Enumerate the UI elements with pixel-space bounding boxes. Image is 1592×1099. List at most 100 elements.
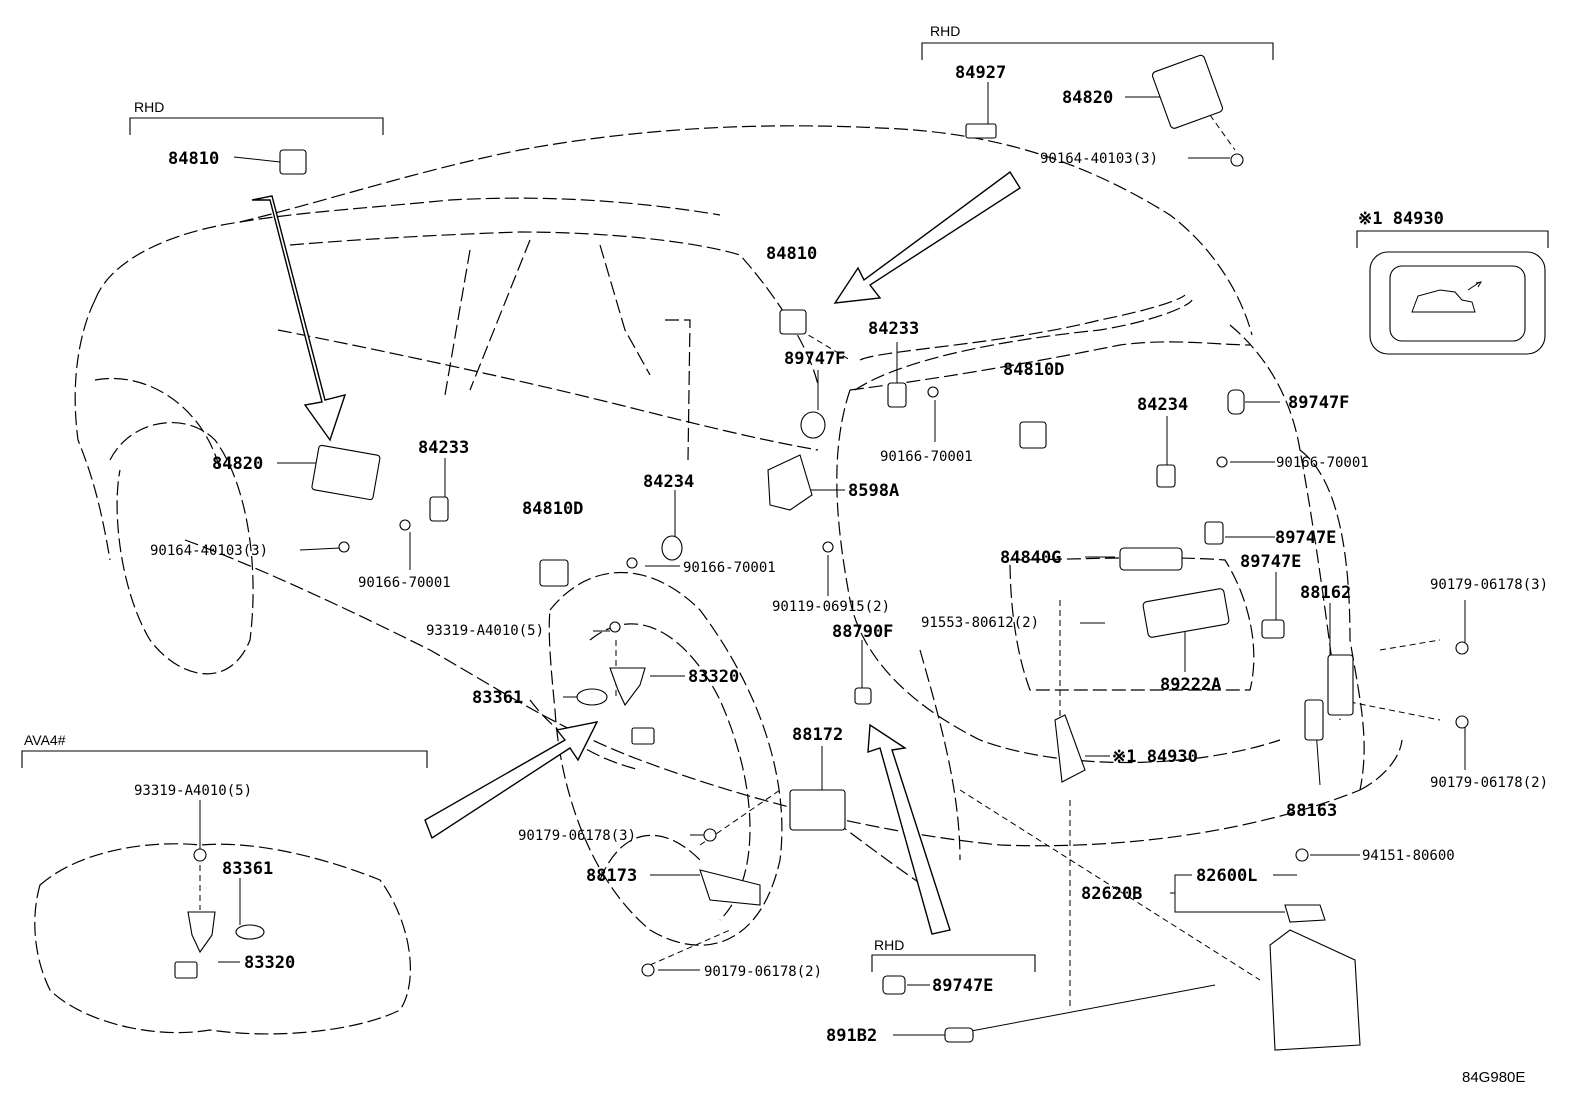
part-89747F-c: [800, 411, 826, 439]
part-label: 84234: [1137, 395, 1188, 415]
part-label: 88790F: [832, 622, 893, 642]
part-label: 90179-06178(3): [1430, 577, 1548, 593]
part-84810D-l: [539, 559, 569, 587]
part-label: ※1 84930: [1112, 747, 1198, 767]
part-nut: [1455, 641, 1469, 655]
part-891B2: [944, 1027, 974, 1043]
inset-84930: [1369, 251, 1546, 355]
part-label: 89747E: [932, 976, 993, 996]
part-82600L: [1284, 904, 1326, 923]
diagram-code: 84G980E: [1462, 1069, 1525, 1086]
part-83361-b: [235, 924, 265, 940]
fuel-tank-outline: [34, 843, 411, 1035]
part-84820-tr: [1151, 54, 1223, 129]
part-84233-l: [429, 496, 449, 522]
part-label: 90164-40103(3): [1040, 151, 1158, 167]
part-84234-r: [1156, 464, 1176, 488]
part-label: 83361: [472, 688, 523, 708]
part-bolt: [822, 541, 834, 553]
part-84810-tl: [279, 149, 307, 175]
arrow-pointer-icon: [251, 195, 347, 442]
part-label: 83320: [688, 667, 739, 687]
group-label-rhd: RHD: [134, 99, 164, 115]
part-labels: 84810 84927 84820 90164-40103(3) 84810 8…: [134, 63, 1548, 1046]
part-bolt: [338, 541, 350, 553]
part-88172: [789, 789, 846, 831]
part-label: 90166-70001: [1276, 455, 1369, 471]
part-label: 94151-80600: [1362, 848, 1455, 864]
part-label: 84820: [212, 454, 263, 474]
switch-button: [1389, 265, 1526, 342]
part-label: 90166-70001: [880, 449, 973, 465]
group-label-rhd: RHD: [930, 23, 960, 39]
car-body-outline: [74, 125, 1403, 946]
part-84810D-r: [1019, 421, 1047, 449]
arrow-pointer-icon: [424, 721, 599, 840]
part-89747F-r: [1227, 389, 1245, 415]
group-label-rhd: RHD: [874, 937, 904, 953]
part-label: 84810: [168, 149, 219, 169]
arrow-pointer-icon: [867, 723, 951, 935]
part-label: 84810D: [1003, 360, 1064, 380]
part-bolt: [927, 386, 939, 398]
part-88163: [1304, 699, 1324, 741]
part-88173: [699, 869, 761, 906]
part-label: 84927: [955, 63, 1006, 83]
part-label: 91553-80612(2): [921, 615, 1039, 631]
group-label-ava4: AVA4#: [24, 732, 66, 748]
arrow-pointer-icon: [833, 170, 1021, 304]
part-88162: [1327, 654, 1354, 716]
part-83320: [609, 667, 646, 707]
part-nut: [641, 963, 655, 977]
part-84840G: [1119, 547, 1183, 571]
part-label: 89222A: [1160, 675, 1221, 695]
part-label: 84810D: [522, 499, 583, 519]
part-bolt: [626, 557, 638, 569]
part-label: 8598A: [848, 481, 899, 501]
part-84234-l: [661, 535, 683, 561]
part-891B2-cable: [949, 984, 1216, 1036]
part-8598A: [767, 454, 813, 511]
part-label: 90179-06178(2): [1430, 775, 1548, 791]
part-84927: [965, 123, 997, 139]
part-83320-block: [631, 727, 655, 745]
part-label: 88173: [586, 866, 637, 886]
part-label: 90119-06915(2): [772, 599, 890, 615]
group-label-84930-note: ※1 84930: [1358, 209, 1444, 229]
part-label: 90164-40103(3): [150, 543, 268, 559]
part-84930-lever: [1054, 714, 1086, 783]
part-bolt: [399, 519, 411, 531]
part-label: 89747E: [1275, 528, 1336, 548]
pointer-arrows: [251, 170, 1021, 935]
part-label: 82600L: [1196, 866, 1257, 886]
part-label: 89747F: [1288, 393, 1349, 413]
part-88790F: [854, 687, 872, 705]
part-battery: [1269, 929, 1361, 1051]
part-label: 89747E: [1240, 552, 1301, 572]
part-label: 84234: [643, 472, 694, 492]
part-bolt: [193, 848, 207, 862]
group-headers: RHD RHD RHD AVA4# ※1 84930: [24, 23, 1444, 953]
part-label: 88172: [792, 725, 843, 745]
part-label: 82620B: [1081, 884, 1142, 904]
part-nut: [1455, 715, 1469, 729]
part-label: 89747F: [784, 349, 845, 369]
part-label: 88163: [1286, 801, 1337, 821]
group-brackets: [21, 42, 1549, 972]
part-label: 84810: [766, 244, 817, 264]
part-label: 88162: [1300, 583, 1351, 603]
part-label: 93319-A4010(5): [426, 623, 544, 639]
part-89222A: [1142, 588, 1230, 638]
part-89747E-r: [1204, 521, 1224, 545]
car-tailgate-icon: [1411, 281, 1483, 313]
part-label: 84233: [418, 438, 469, 458]
part-label: 84820: [1062, 88, 1113, 108]
part-label: 83361: [222, 859, 273, 879]
part-83320-b: [187, 911, 216, 954]
part-label: 90166-70001: [358, 575, 451, 591]
part-label: 90166-70001: [683, 560, 776, 576]
part-84233-c: [887, 382, 907, 408]
leader-lines: [199, 82, 1466, 1036]
part-bolt: [1230, 153, 1244, 167]
